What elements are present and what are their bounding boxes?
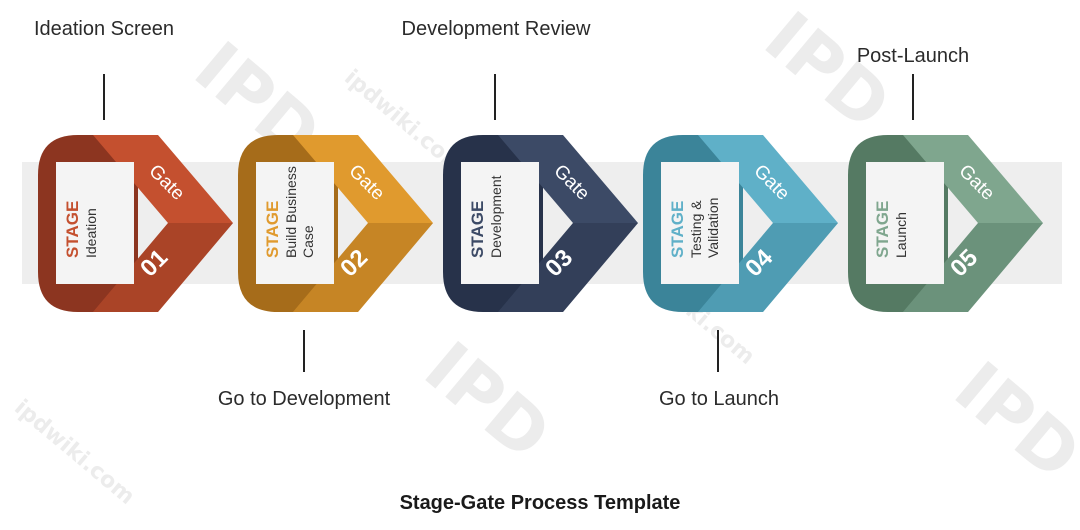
bottom-label-go-to-launch: Go to Launch [658, 388, 780, 410]
stage-name-line: Build Business [283, 166, 299, 258]
bottom-label-go-to-development: Go to Development [217, 388, 391, 410]
gate-chevron [293, 135, 433, 312]
top-label-ideation-screen: Ideation Screen [33, 18, 175, 40]
top-label-post-launch: Post-Launch [856, 45, 970, 67]
stage-panel [256, 162, 334, 284]
stage-name-line: Case [300, 225, 316, 258]
gate-chevron-shade [498, 223, 638, 312]
stage-name-line: Development [488, 175, 504, 258]
gate-chevron [93, 135, 233, 312]
gate-chevron-shade [293, 223, 433, 312]
gate-chevron-shade [93, 223, 233, 312]
gate-chevron-shade [903, 223, 1043, 312]
stage-panel [661, 162, 739, 284]
stage-word: STAGE [668, 201, 687, 258]
top-label-development-review: Development Review [401, 18, 591, 40]
stage-word: STAGE [63, 201, 82, 258]
stage-name-line: Testing & [688, 200, 704, 258]
stage-name-line: Launch [893, 212, 909, 258]
gate-chevron [698, 135, 838, 312]
stage-word: STAGE [468, 201, 487, 258]
stage-panel [461, 162, 539, 284]
stage-panel [866, 162, 944, 284]
gate-chevron [498, 135, 638, 312]
caption: Stage-Gate Process Template [399, 492, 681, 514]
stage-word: STAGE [263, 201, 282, 258]
gate-chevron-shade [698, 223, 838, 312]
stage-name-line: Validation [705, 198, 721, 258]
gate-chevron [903, 135, 1043, 312]
connector-lines [103, 74, 914, 372]
stage-panel [56, 162, 134, 284]
stage-name-line: Ideation [83, 208, 99, 258]
stage-word: STAGE [873, 201, 892, 258]
